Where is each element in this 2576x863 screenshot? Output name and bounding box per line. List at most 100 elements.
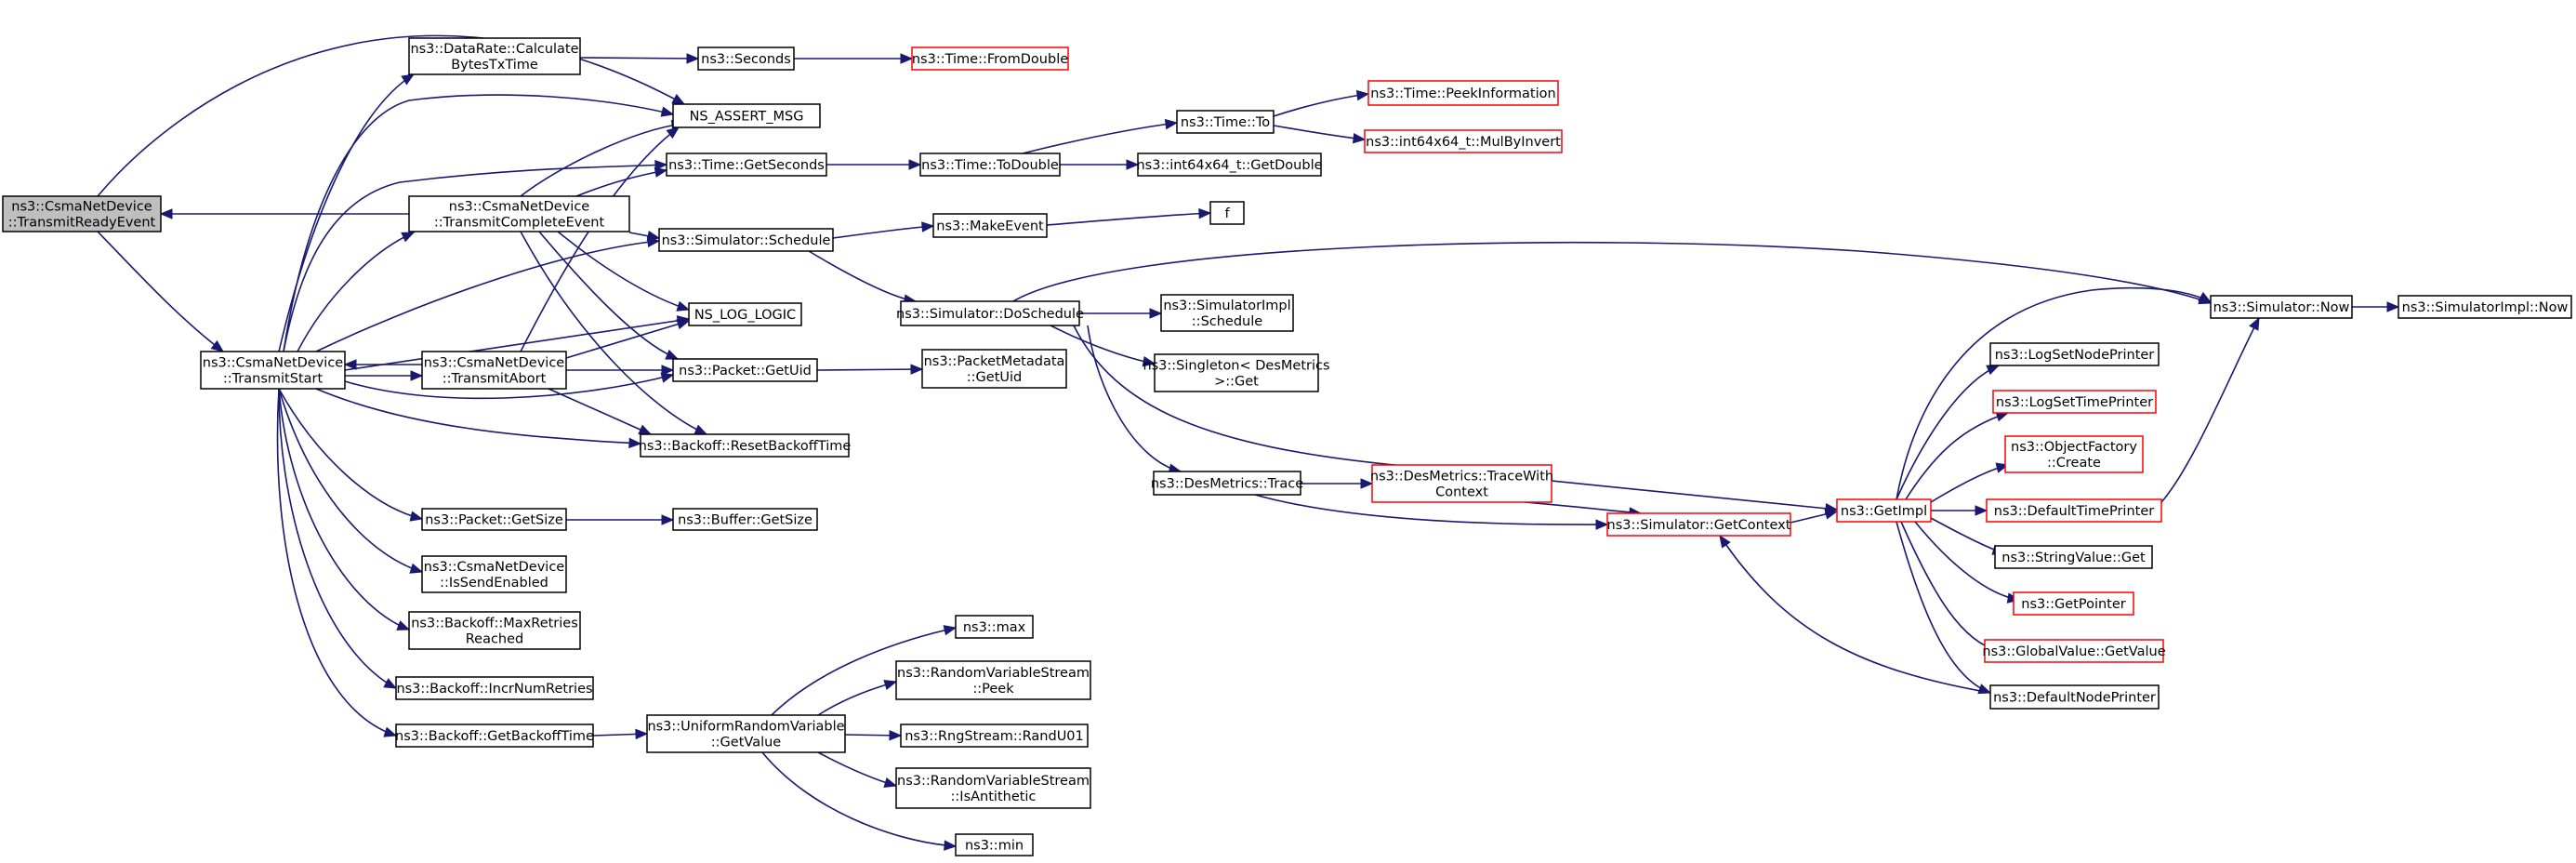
node-sdm[interactable]: ns3::Singleton< DesMetrics >::Get xyxy=(1143,353,1330,392)
edge-ts-to-nam xyxy=(283,94,675,352)
node-ta[interactable]: ns3::CsmaNetDevice::TransmitAbort xyxy=(421,351,567,390)
node-ise[interactable]: ns3::CsmaNetDevice::IsSendEnabled xyxy=(421,555,567,593)
node-min[interactable]: ns3::min xyxy=(955,833,1034,856)
edge-dmt-to-dtc xyxy=(1301,478,1374,489)
node-gbt[interactable]: ns3::Backoff::GetBackoffTime xyxy=(395,724,594,748)
node-urv[interactable]: ns3::UniformRandomVariable::GetValue xyxy=(646,714,846,753)
edge-tgs-to-ttd xyxy=(826,159,922,170)
edge-line xyxy=(283,94,674,352)
node-box xyxy=(408,37,581,75)
node-sis[interactable]: ns3::SimulatorImpl::Schedule xyxy=(1160,294,1294,332)
edge-ts-to-tce xyxy=(297,232,416,352)
node-nll[interactable]: NS_LOG_LOGIC xyxy=(688,302,802,326)
node-box xyxy=(1989,342,2160,366)
node-ofc[interactable]: ns3::ObjectFactory::Create xyxy=(2004,435,2144,473)
edge-line xyxy=(278,388,423,573)
node-label: Reached xyxy=(466,632,524,647)
node-rbt[interactable]: ns3::Backoff::ResetBackoffTime xyxy=(639,433,852,458)
node-box xyxy=(955,615,1034,639)
node-label: ns3::Backoff::ResetBackoffTime xyxy=(639,439,852,454)
node-bgs[interactable]: ns3::Buffer::GetSize xyxy=(672,508,818,531)
edge-tce-to-tgs xyxy=(575,166,668,197)
edge-ts-to-ise xyxy=(278,388,424,574)
node-box xyxy=(1989,684,2160,710)
node-sec[interactable]: ns3::Seconds xyxy=(697,46,795,71)
node-max[interactable]: ns3::max xyxy=(955,615,1034,639)
node-box xyxy=(1153,471,1301,496)
node-mke[interactable]: ns3::MakeEvent xyxy=(932,213,1048,238)
arrowhead-icon xyxy=(921,221,935,232)
node-gdb[interactable]: ns3::int64x64_t::GetDouble xyxy=(1136,153,1323,177)
node-lsn[interactable]: ns3::LogSetNodePrinter xyxy=(1989,342,2160,366)
node-nam[interactable]: NS_ASSERT_MSG xyxy=(672,103,821,128)
node-label: ns3::Time::FromDouble xyxy=(912,52,1068,67)
node-sgc[interactable]: ns3::Simulator::GetContext xyxy=(1606,512,1791,537)
node-pgs[interactable]: ns3::Packet::GetSize xyxy=(421,508,567,531)
node-sin[interactable]: ns3::SimulatorImpl::Now xyxy=(2398,295,2572,319)
node-pmu[interactable]: ns3::PacketMetadata::GetUid xyxy=(921,349,1067,389)
node-label: ns3::Backoff::IncrNumRetries xyxy=(396,682,592,697)
node-ssc[interactable]: ns3::Simulator::Schedule xyxy=(658,228,834,252)
edge-sgc-to-gim xyxy=(1790,509,1839,524)
node-ggv[interactable]: ns3::GlobalValue::GetValue xyxy=(1982,639,2166,663)
arrowhead-icon xyxy=(2198,291,2213,303)
arrowhead-icon xyxy=(343,359,357,370)
node-box xyxy=(697,46,795,71)
node-box xyxy=(408,611,581,650)
edge-line xyxy=(97,231,224,352)
node-ttd[interactable]: ns3::Time::ToDouble xyxy=(919,153,1061,177)
node-rvp[interactable]: ns3::RandomVariableStream::Peek xyxy=(895,660,1091,700)
node-inr[interactable]: ns3::Backoff::IncrNumRetries xyxy=(395,676,594,700)
edge-line xyxy=(761,751,957,847)
arrowhead-icon xyxy=(671,93,686,105)
edge-line xyxy=(1022,122,1178,154)
node-snw[interactable]: ns3::Simulator::Now xyxy=(2210,295,2353,319)
node-sds[interactable]: ns3::Simulator::DoSchedule xyxy=(896,300,1084,326)
arrowhead-icon xyxy=(159,208,173,219)
node-label: ns3::ObjectFactory xyxy=(2011,440,2137,455)
node-pgu[interactable]: ns3::Packet::GetUid xyxy=(672,358,818,382)
node-rng[interactable]: ns3::RngStream::RandU01 xyxy=(900,724,1089,748)
node-tgs[interactable]: ns3::Time::GetSeconds xyxy=(666,153,827,177)
arrowhead-icon xyxy=(401,232,416,243)
node-root[interactable]: ns3::CsmaNetDevice::TransmitReadyEvent xyxy=(2,195,162,232)
node-dnp[interactable]: ns3::DefaultNodePrinter xyxy=(1989,684,2160,710)
arrowhead-icon xyxy=(635,728,649,740)
node-label: ns3::Packet::GetUid xyxy=(679,364,812,378)
arrowhead-icon xyxy=(883,777,898,789)
node-ts[interactable]: ns3::CsmaNetDevice::TransmitStart xyxy=(200,351,346,390)
arrowhead-icon xyxy=(1360,478,1374,489)
node-mbi[interactable]: ns3::int64x64_t::MulByInvert xyxy=(1364,129,1563,153)
node-gpt[interactable]: ns3::GetPointer xyxy=(2013,591,2134,616)
arrowhead-icon xyxy=(1824,509,1839,520)
node-gim[interactable]: ns3::GetImpl xyxy=(1836,498,1932,523)
node-label: ns3::DataRate::Calculate xyxy=(410,42,578,57)
node-f[interactable]: f xyxy=(1209,201,1245,225)
arrowhead-icon xyxy=(666,126,680,139)
node-box xyxy=(1154,353,1319,392)
node-tce[interactable]: ns3::CsmaNetDevice::TransmitCompleteEven… xyxy=(408,195,630,232)
node-box xyxy=(1984,639,2164,663)
edge-line xyxy=(1524,501,1642,514)
node-tto[interactable]: ns3::Time::To xyxy=(1176,110,1275,134)
node-tfd[interactable]: ns3::Time::FromDouble xyxy=(911,46,1069,71)
node-dtp[interactable]: ns3::DefaultTimePrinter xyxy=(1986,498,2162,523)
node-label: ::IsAntithetic xyxy=(951,790,1037,804)
node-label: ns3::Singleton< DesMetrics xyxy=(1143,359,1329,374)
node-tpi[interactable]: ns3::Time::PeekInformation xyxy=(1367,80,1559,106)
edge-line xyxy=(278,388,410,631)
edge-sds-to-sdm xyxy=(1050,325,1156,367)
node-label: >::Get xyxy=(1214,375,1259,390)
node-svg[interactable]: ns3::StringValue::Get xyxy=(1994,545,2153,569)
node-label: ns3::DefaultTimePrinter xyxy=(1994,504,2154,519)
arrowhead-icon xyxy=(665,349,680,360)
node-box xyxy=(1606,512,1791,537)
arrowhead-icon xyxy=(1149,308,1163,319)
node-rva[interactable]: ns3::RandomVariableStream::IsAntithetic xyxy=(895,767,1091,809)
node-lst[interactable]: ns3::LogSetTimePrinter xyxy=(1992,390,2157,414)
node-dmt[interactable]: ns3::DesMetrics::Trace xyxy=(1151,471,1303,496)
node-label: ns3::Simulator::GetContext xyxy=(1607,518,1791,533)
